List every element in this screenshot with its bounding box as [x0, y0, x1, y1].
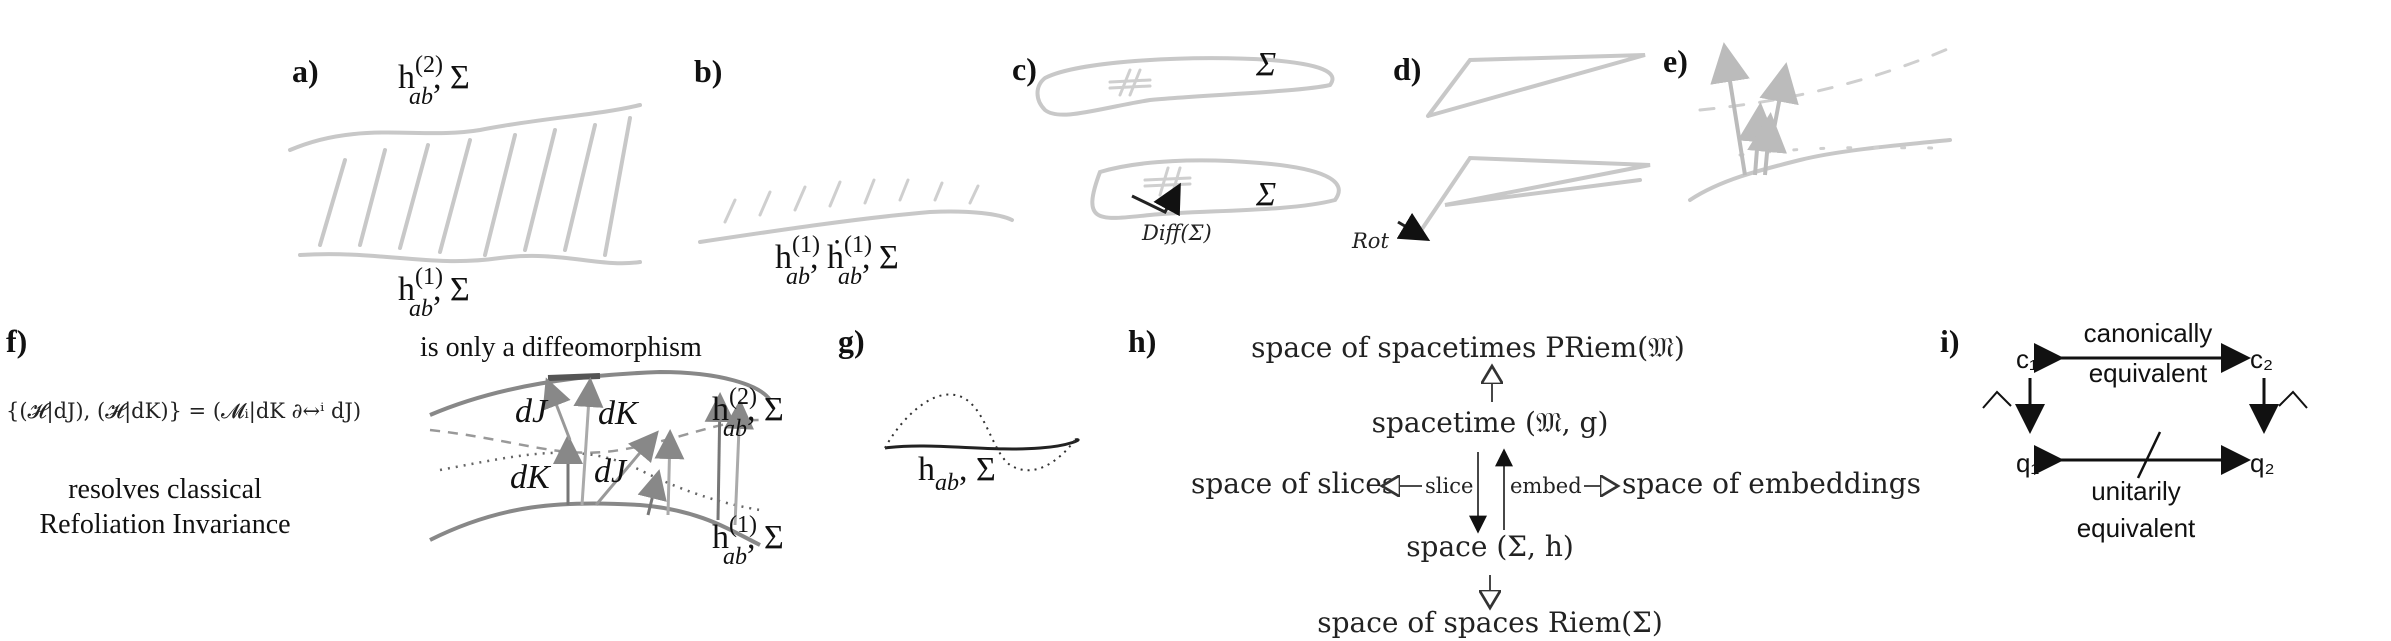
- panel-h-slices: space of slices: [1191, 467, 1396, 500]
- panel-d-bottom-wedge: [1418, 155, 1651, 234]
- panel-e-label: e): [1663, 43, 1688, 79]
- panel-i-hat-right: [2278, 390, 2308, 409]
- panel-i-c2: c₂: [2250, 344, 2273, 374]
- panel-f-caption-2: Refoliation Invariance: [39, 509, 290, 540]
- panel-b-hatching: [723, 178, 980, 224]
- panel-h: h) space of spacetimes PRiem(𝔐) spacetim…: [1128, 323, 1921, 639]
- panel-h-spacetime: spacetime (𝔐, g): [1372, 406, 1609, 439]
- panel-f: f) {(𝓗|dJ), (𝓗|dK)} = (𝓜ᵢ|dK ∂↔ⁱ dJ) res…: [6, 323, 784, 570]
- panel-c-sigma-bottom: Σ: [1255, 176, 1276, 213]
- panel-f-dK-top: dK: [598, 395, 640, 432]
- panel-i-c1: c₁: [2016, 344, 2038, 374]
- panel-h-slice-label: slice: [1425, 474, 1473, 498]
- panel-g-label-text: hab, Σ: [918, 451, 996, 496]
- panel-c-diff-label: Diff(Σ): [1141, 221, 1212, 245]
- panel-i-bottom-edge-slash: [2136, 431, 2162, 479]
- panel-f-title: is only a diffeomorphism: [420, 332, 702, 363]
- panel-g: g) hab, Σ: [838, 323, 1080, 496]
- panel-c-bottom-marks: [1143, 166, 1192, 197]
- panel-b-label: b): [694, 53, 722, 89]
- panel-a: a) h(2)ab, Σ h(1)ab, Σ: [288, 52, 642, 322]
- panel-e-arrows: [1710, 42, 1799, 176]
- panel-h-label: h): [1128, 323, 1156, 359]
- panel-h-space: space (Σ, h): [1406, 530, 1574, 563]
- panel-b-label-text: h(1)ab, ḣ(1)ab, Σ: [775, 232, 899, 290]
- panel-a-top-curve: [288, 103, 642, 152]
- panel-a-label: a): [292, 53, 319, 89]
- panel-i-q1: q₁: [2016, 448, 2039, 478]
- panel-h-embeddings: space of embeddings: [1622, 467, 1921, 500]
- panel-h-riem: space of spaces Riem(Σ): [1317, 606, 1663, 639]
- panel-f-caption-1: resolves classical: [68, 474, 262, 505]
- panel-f-thick-segment: [547, 373, 601, 381]
- panel-a-top-label: h(2)ab, Σ: [398, 52, 470, 110]
- panel-e: e): [1663, 42, 1952, 202]
- panel-c-sigma-top: Σ: [1255, 46, 1276, 83]
- panel-d-rot-label: Rot: [1351, 229, 1389, 253]
- panel-f-vectors: [542, 377, 754, 526]
- panel-a-hatching: [318, 116, 632, 257]
- panel-i-top-edge-1: canonically: [2084, 318, 2213, 348]
- panel-f-top-label: h(2)ab, Σ: [712, 384, 784, 442]
- panel-c-label: c): [1012, 51, 1037, 87]
- panel-c: c) Σ Σ Diff(Σ): [1012, 46, 1341, 245]
- panel-f-dashed-curve: [429, 418, 761, 454]
- panel-c-top-marks: [1108, 68, 1152, 97]
- panel-a-bottom-label: h(1)ab, Σ: [398, 264, 470, 322]
- panel-h-priem: space of spacetimes PRiem(𝔐): [1251, 331, 1685, 364]
- panel-f-bottom-label: h(1)ab, Σ: [712, 512, 784, 570]
- panel-f-dK-bottom: dK: [510, 459, 552, 496]
- panel-g-label: g): [838, 323, 865, 359]
- panel-f-bottom-curve: [429, 501, 761, 547]
- panel-i-hat-left: [1982, 390, 2012, 409]
- panel-i-bottom-edge-1: unitarily: [2091, 476, 2181, 506]
- panel-c-top-loop: [1035, 56, 1335, 117]
- panel-e-curve: [1688, 138, 1952, 202]
- panel-i: i) c₁ c₂ q₁ q₂ canonically equivalent un…: [1940, 318, 2308, 543]
- panel-b-curve: [698, 209, 1014, 244]
- panel-h-embed-label: embed: [1510, 474, 1582, 498]
- panel-d-rot-arrow: [1396, 212, 1431, 242]
- panel-f-label: f): [6, 323, 27, 359]
- panel-d: d) Rot: [1351, 51, 1651, 253]
- panel-b: b) h(1)ab, ḣ(1)ab, Σ: [694, 53, 1014, 290]
- panel-c-bottom-loop: [1090, 158, 1341, 220]
- panel-i-top-edge-2: equivalent: [2089, 358, 2208, 388]
- panel-a-bottom-curve: [298, 252, 642, 266]
- panel-g-slice-curve: [884, 438, 1080, 451]
- panel-f-dJ-top: dJ: [515, 393, 549, 430]
- panel-f-dJ-bottom: dJ: [594, 453, 628, 490]
- panel-d-label: d): [1393, 51, 1421, 87]
- panel-c-diff-arrow: [1131, 182, 1181, 217]
- panel-f-formula: {(𝓗|dJ), (𝓗|dK)} = (𝓜ᵢ|dK ∂↔ⁱ dJ): [6, 399, 361, 424]
- panel-d-top-wedge: [1426, 53, 1646, 118]
- panel-i-label: i): [1940, 323, 1960, 359]
- panel-f-top-curve: [429, 369, 772, 417]
- panel-e-dashed: [1698, 46, 1952, 112]
- panel-i-q2: q₂: [2250, 448, 2275, 478]
- panel-i-bottom-edge-2: equivalent: [2077, 513, 2196, 543]
